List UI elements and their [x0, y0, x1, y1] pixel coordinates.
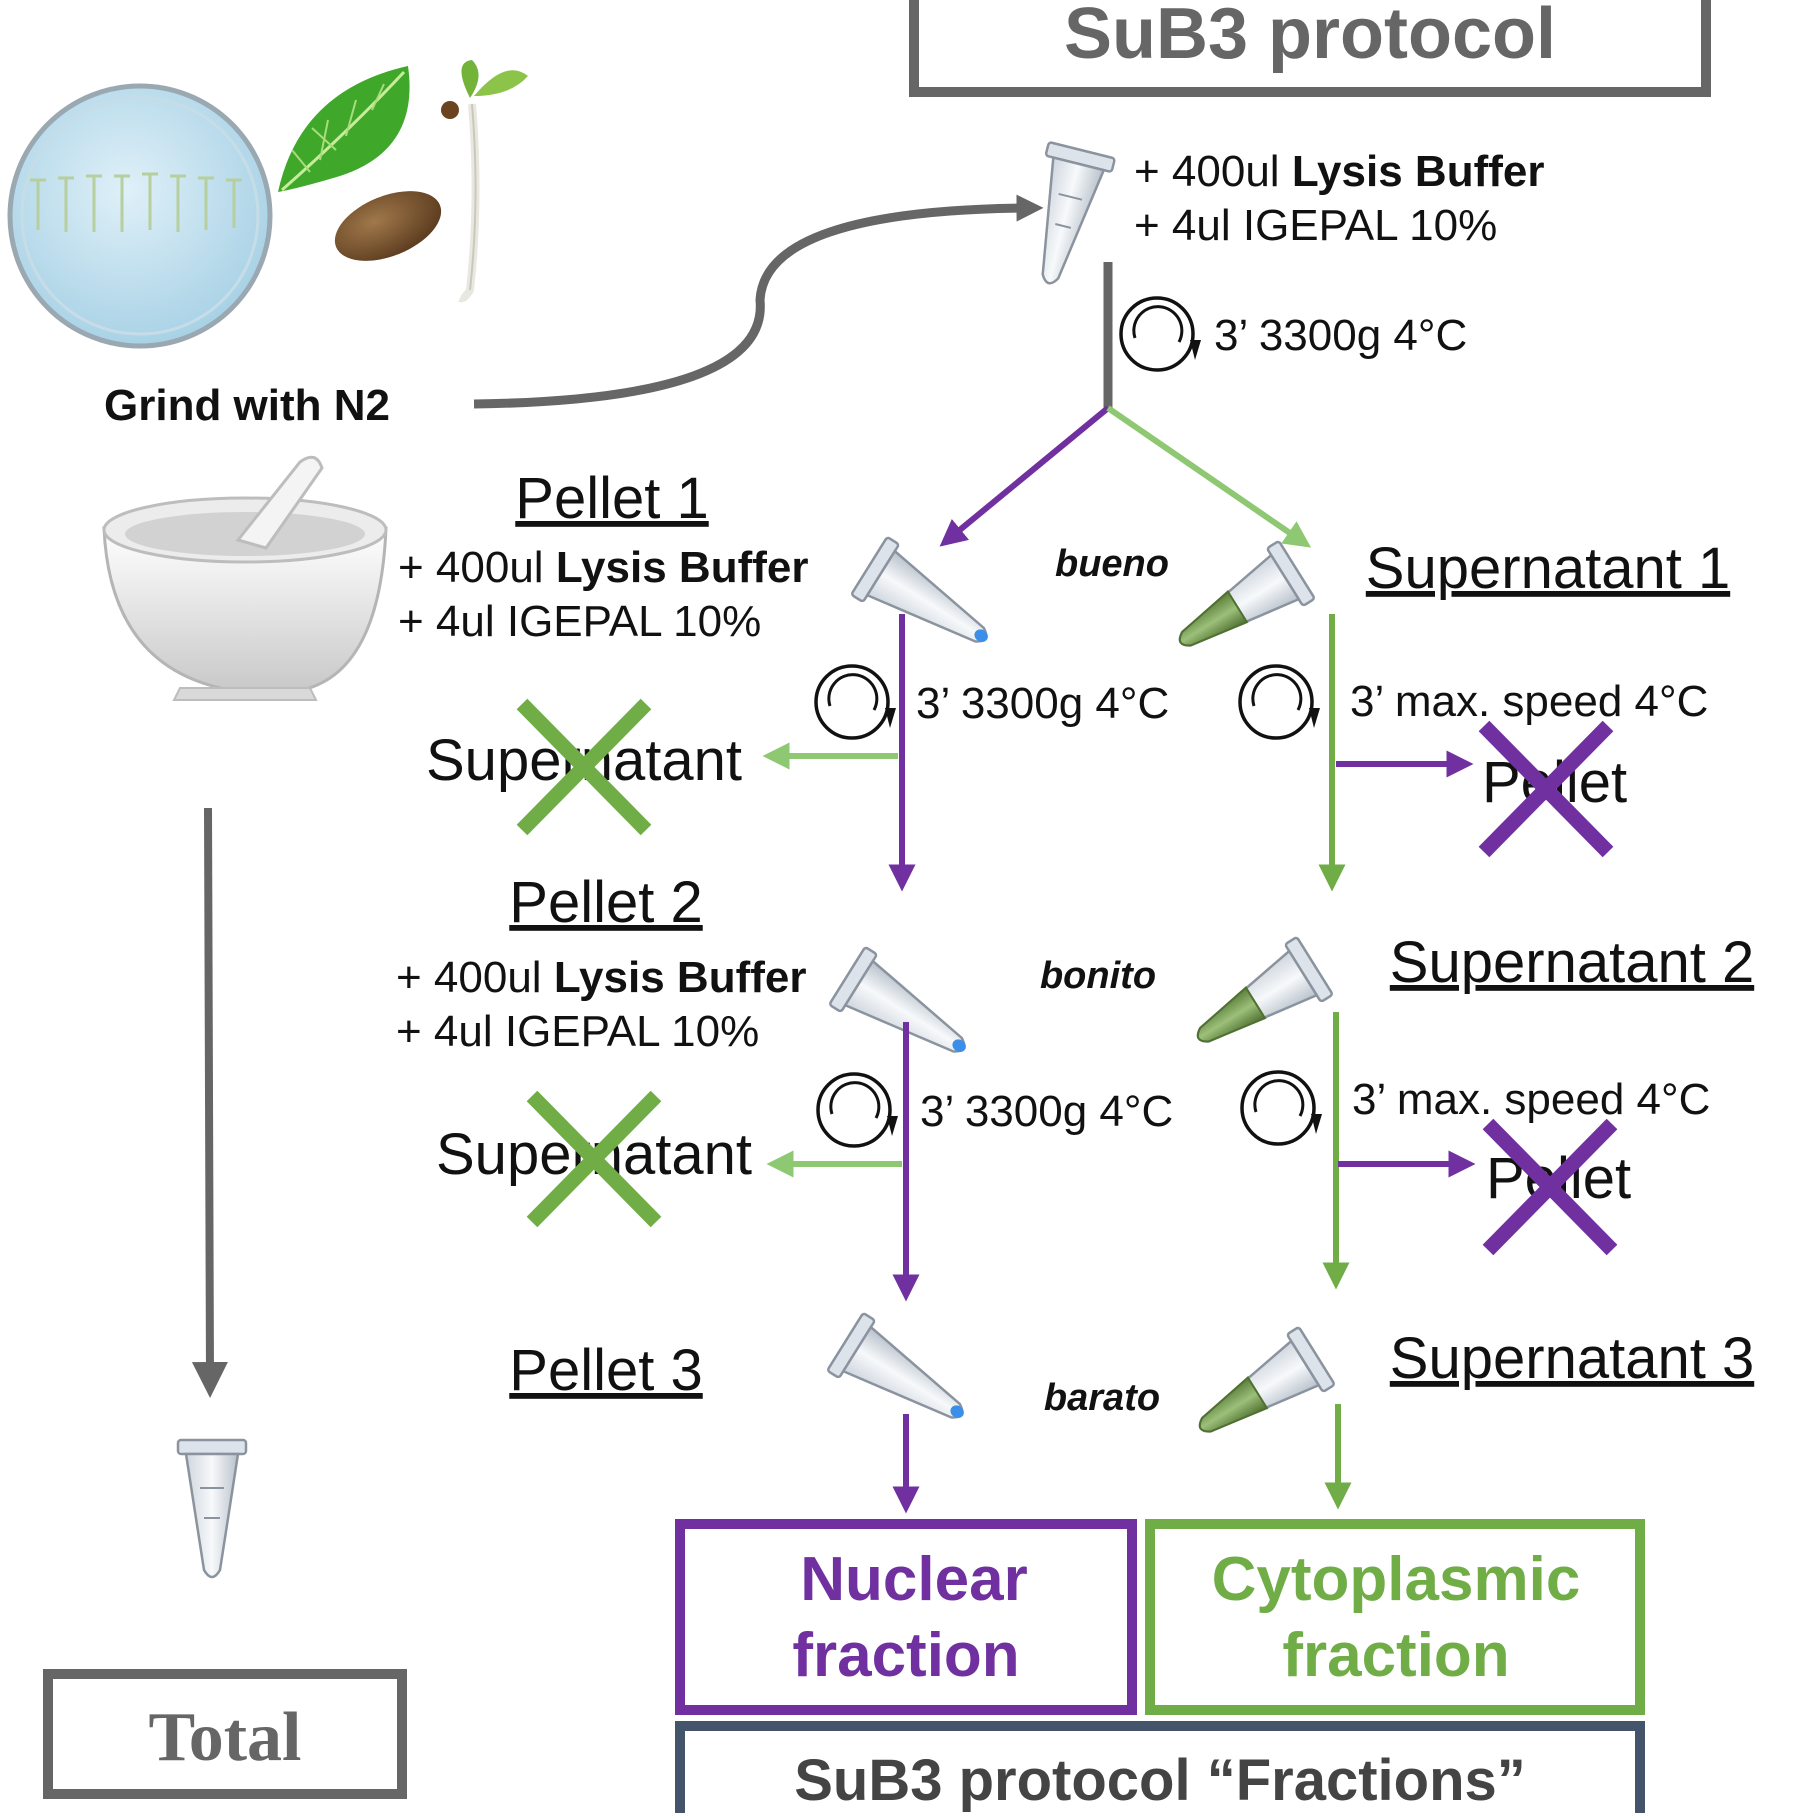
footer-title: SuB3 protocol “Fractions”: [794, 1748, 1526, 1813]
seed-icon: [334, 191, 442, 261]
flow-branch-pellet: [939, 405, 1110, 547]
nuclear-fraction-line1: Nuclear: [800, 1545, 1027, 1614]
pellet-2-spin: 3’ 3300g 4°C: [920, 1087, 1173, 1136]
pellet-1-add-line1: + 400ul Lysis Buffer: [398, 543, 808, 592]
pellet-3-label: Pellet 3: [509, 1338, 702, 1403]
supernatant-1-label: Supernatant 1: [1366, 536, 1730, 601]
discard-x-icon: [526, 1090, 662, 1228]
centrifuge-icon: [1119, 296, 1203, 372]
tube-icon: [1181, 1325, 1337, 1459]
centrifuge-icon: [1240, 1070, 1324, 1146]
mortar-pestle-icon: [102, 455, 388, 701]
discard-x-icon: [516, 698, 652, 836]
tube-icon: [1179, 935, 1335, 1069]
seedling-icon: [441, 60, 528, 303]
supernatant-2-spin: 3’ max. speed 4°C: [1352, 1075, 1710, 1124]
supernatant-3-label: Supernatant 3: [1390, 1326, 1754, 1391]
centrifuge-icon: [1238, 664, 1322, 740]
flow-total-down: [191, 807, 228, 1398]
pellet-2-add-line2: + 4ul IGEPAL 10%: [396, 1007, 759, 1056]
discard-x-icon: [1478, 720, 1614, 858]
discard-x-icon: [1482, 1118, 1618, 1256]
centrifuge-icon: [816, 1072, 900, 1148]
flow-branch-supernatant: [1106, 405, 1312, 548]
header-box: [909, 0, 1711, 97]
tube-icon: [1014, 140, 1117, 293]
tube-icon: [849, 535, 1007, 670]
pellet-3-name: barato: [1044, 1377, 1160, 1419]
flow-arrow-grind: [473, 194, 1044, 409]
pellet-1-add-line2: + 4ul IGEPAL 10%: [398, 597, 761, 646]
cyto-fraction-line1: Cytoplasmic: [1212, 1545, 1581, 1614]
centrifuge-icon: [814, 664, 898, 740]
total-label: Total: [148, 1699, 301, 1776]
start-spin: 3’ 3300g 4°C: [1214, 311, 1467, 360]
pellet-1-label: Pellet 1: [515, 466, 708, 531]
cyto-fraction-line2: fraction: [1282, 1621, 1509, 1690]
total-box: [43, 1669, 407, 1799]
leaf-icon: [278, 66, 410, 192]
nuclear-fraction-box: [675, 1519, 1137, 1715]
cytoplasmic-fraction-box: [1145, 1519, 1645, 1715]
petri-dish-icon: [7, 83, 273, 349]
pellet-1-name: bueno: [1055, 543, 1169, 585]
pellet-2-label: Pellet 2: [509, 870, 702, 935]
start-add-line2: + 4ul IGEPAL 10%: [1134, 201, 1497, 250]
pellet-2-name: bonito: [1040, 955, 1156, 997]
nuclear-fraction-line2: fraction: [792, 1621, 1019, 1690]
supernatant-1-spin: 3’ max. speed 4°C: [1350, 677, 1708, 726]
pellet-2-add-line1: + 400ul Lysis Buffer: [396, 953, 806, 1002]
tube-icon: [1161, 539, 1317, 673]
start-add-line1: + 400ul Lysis Buffer: [1134, 147, 1544, 196]
header-title: SuB3 protocol: [1064, 0, 1556, 74]
footer-box: [675, 1721, 1645, 1818]
pellet-1-spin: 3’ 3300g 4°C: [916, 679, 1169, 728]
tube-icon: [176, 1438, 248, 1579]
supernatant-2-label: Supernatant 2: [1390, 930, 1754, 995]
grind-label: Grind with N2: [104, 381, 390, 430]
